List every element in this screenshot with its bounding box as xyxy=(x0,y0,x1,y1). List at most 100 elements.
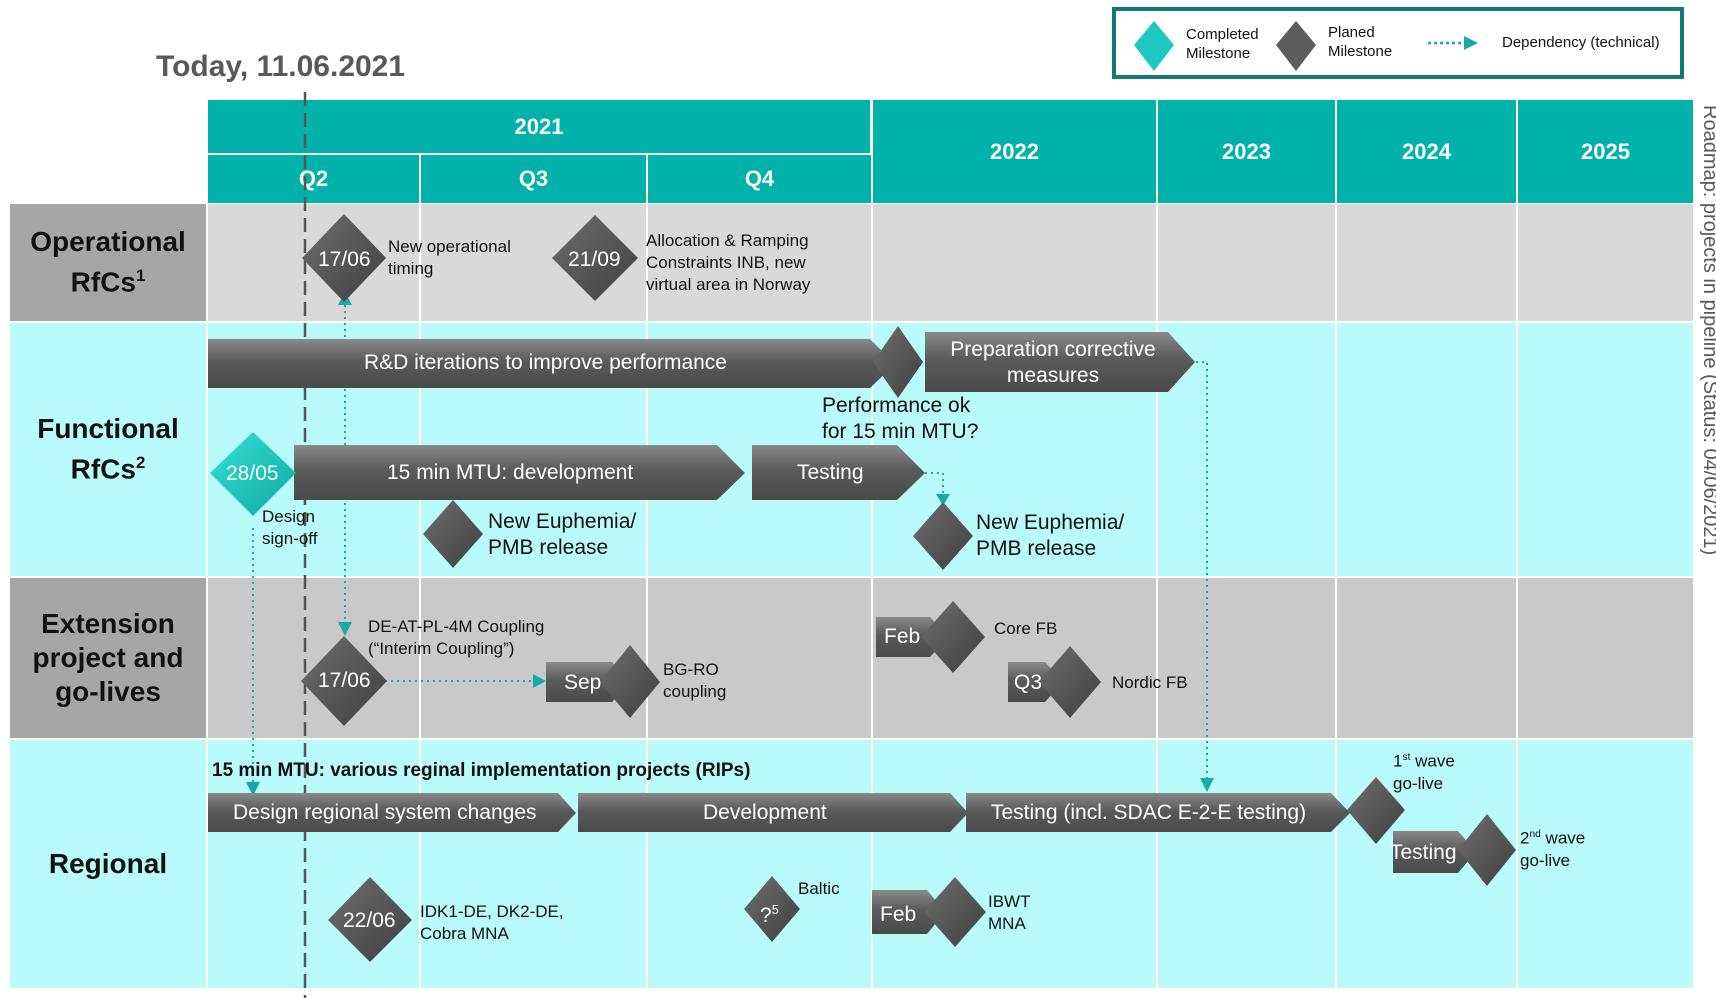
legend-dependency-label: Dependency (technical) xyxy=(1502,34,1660,51)
header-q3: Q3 xyxy=(421,155,646,203)
operational-band xyxy=(208,204,1693,321)
baltic-diamond xyxy=(744,876,800,942)
status-note: Roadmap: projects in pipeline (Status: 0… xyxy=(1699,105,1716,556)
dep-arrowhead-euphemia xyxy=(936,494,950,506)
sep-label: Sep xyxy=(564,671,602,694)
regional-testing-label: Testing xyxy=(1390,841,1457,864)
euphemia2-text: New Euphemia/PMB release xyxy=(976,511,1125,560)
lane-extension-line1: Extension xyxy=(41,608,175,639)
legend-completed-diamond xyxy=(1134,21,1174,71)
lane-label-regional: Regional xyxy=(10,740,206,988)
ibwt-feb-label: Feb xyxy=(880,903,917,926)
regional-2206-text: IDK1-DE, DK2-DE,Cobra MNA xyxy=(420,902,564,943)
ibwt-diamond xyxy=(924,877,986,947)
lane-extension-line2: project and xyxy=(32,642,184,673)
rd-bar xyxy=(208,339,895,388)
lane-functional-line2: RfCs xyxy=(70,453,136,485)
regional-bar-testing xyxy=(966,793,1350,832)
legend-planned-diamond xyxy=(1276,21,1316,71)
op-milestone-2109-diamond xyxy=(552,215,638,301)
core-feb-label: Feb xyxy=(884,625,921,648)
legend-dependency-arrowhead xyxy=(1464,36,1478,50)
regional-2206-diamond xyxy=(328,877,412,962)
ext-1706-date: 17/06 xyxy=(318,669,371,692)
legend-shapes xyxy=(1134,21,1478,71)
dep-testing-to-euphemia xyxy=(925,472,944,496)
core-fb-diamond xyxy=(921,601,985,673)
nordic-q3-label: Q3 xyxy=(1014,671,1043,694)
header-q2: Q2 xyxy=(208,155,419,203)
design-signoff-diamond xyxy=(210,432,296,516)
nordic-fb-text: Nordic FB xyxy=(1112,673,1188,692)
header-2022: 2022 xyxy=(873,100,1156,203)
lane-functional-sup: 2 xyxy=(135,453,146,473)
header-2021: 2021 xyxy=(208,100,870,153)
regional-bar-design xyxy=(208,793,576,832)
dep-arrowhead-regional xyxy=(246,782,260,796)
lane-extension-line3: go-lives xyxy=(55,676,161,707)
regional-2206-date: 22/06 xyxy=(343,909,396,932)
op-2109-date: 21/09 xyxy=(568,248,621,271)
coupling-title: DE-AT-PL-4M Coupling(“Interim Coupling”) xyxy=(368,617,545,658)
wave1-diamond xyxy=(1347,777,1405,844)
dep-arrowhead-extension xyxy=(338,622,352,636)
lane-functional-line1: Functional xyxy=(37,413,179,445)
bg-ro-diamond xyxy=(600,645,660,718)
header-q4: Q4 xyxy=(648,155,871,203)
regional-bar2-label: Development xyxy=(703,801,827,824)
baltic-text: Baltic xyxy=(798,879,840,898)
regional-testing-bar xyxy=(1393,831,1476,873)
rd-bar-label: R&D iterations to improve performance xyxy=(364,351,727,374)
lane-operational-line2: RfCs xyxy=(70,266,136,298)
regional-bar-development xyxy=(578,793,968,832)
lane-operational-sup: 1 xyxy=(136,266,146,286)
feb-ibwt-bar xyxy=(872,890,945,934)
dep-arrowhead-sep xyxy=(533,674,546,688)
euphemia1-diamond xyxy=(423,500,483,568)
euphemia2-diamond xyxy=(913,502,973,570)
euphemia1-text: New Euphemia/PMB release xyxy=(488,510,637,559)
testing-bar-label: Testing xyxy=(797,461,864,484)
ext-1706-diamond xyxy=(301,636,387,726)
header-2025: 2025 xyxy=(1518,100,1693,203)
dep-arrowhead-prep xyxy=(1200,778,1214,792)
rd-end-diamond xyxy=(873,326,923,398)
regional-bar3-label: Testing (incl. SDAC E-2-E testing) xyxy=(991,801,1307,824)
testing-bar xyxy=(752,445,925,500)
design-signoff-date: 28/05 xyxy=(226,462,279,485)
op-1706-date: 17/06 xyxy=(318,248,371,271)
dev-bar-label: 15 min MTU: development xyxy=(387,461,634,484)
wave2-diamond xyxy=(1458,814,1516,886)
today-label: Today, 11.06.2021 xyxy=(156,50,406,83)
header-2024: 2024 xyxy=(1337,100,1516,203)
regional-heading: 15 min MTU: various reginal implementati… xyxy=(212,760,751,781)
baltic-q: ?5 xyxy=(760,903,779,927)
core-fb-text: Core FB xyxy=(994,619,1058,638)
regional-bar1-label: Design regional system changes xyxy=(233,801,537,824)
dev-bar xyxy=(294,445,745,500)
op-milestone-1706-diamond xyxy=(302,214,386,302)
header-2023: 2023 xyxy=(1158,100,1335,203)
dep-prep-to-regional xyxy=(1190,361,1208,780)
lane-regional-line1: Regional xyxy=(48,848,168,879)
nordic-fb-diamond xyxy=(1039,646,1101,718)
